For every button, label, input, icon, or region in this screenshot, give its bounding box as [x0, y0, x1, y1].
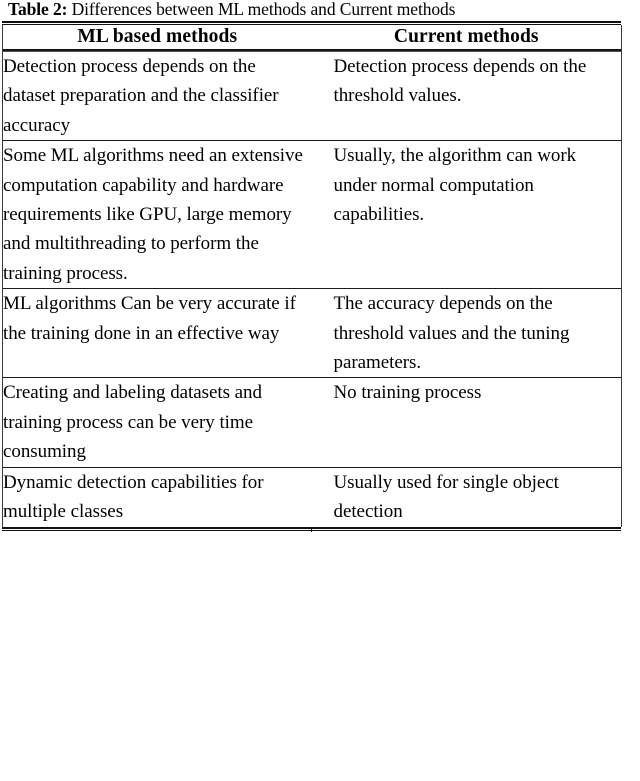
comparison-table: ML based methods Current methods Detecti… — [2, 25, 622, 527]
table-bottom — [2, 526, 621, 532]
row-divider — [3, 140, 622, 142]
table-caption: Table 2: Differences between ML methods … — [8, 0, 638, 20]
header-bottom-rule — [3, 49, 621, 52]
row-rule — [3, 140, 621, 142]
cell-ml-4: Creating and labeling datasets and train… — [3, 382, 262, 463]
row-divider-cell — [3, 288, 622, 290]
row-divider — [3, 288, 622, 290]
row-rule — [3, 288, 621, 290]
table-row: Dynamic detection capabilities for multi… — [3, 468, 622, 527]
table-row: Some ML algorithms need an extensive com… — [3, 141, 622, 288]
row-rule — [3, 466, 621, 468]
table-row: ML algorithms Can be very accurate if th… — [3, 289, 622, 377]
column-divider-nub — [311, 526, 312, 532]
row-rule — [3, 377, 621, 379]
table-header-row: ML based methods Current methods — [3, 25, 622, 49]
cell-current-5: Usually used for single object detection — [333, 471, 559, 523]
row-divider — [3, 466, 622, 468]
cell-current-3: The accuracy depends on the threshold va… — [333, 293, 570, 374]
table-row: Detection process depends on the dataset… — [3, 52, 622, 140]
table-top-rule — [2, 21, 621, 25]
cell-ml-1: Detection process depends on the dataset… — [3, 56, 279, 136]
caption-text: Differences between ML methods and Curre… — [67, 0, 456, 19]
cell-current-2: Usually, the algorithm can work under no… — [333, 145, 577, 226]
row-divider-cell — [3, 140, 622, 142]
cell-ml-2: Some ML algorithms need an extensive com… — [3, 145, 303, 284]
cell-current-4: No training process — [333, 382, 482, 404]
column-header-ml: ML based methods — [77, 26, 238, 47]
row-divider-cell — [3, 466, 622, 468]
cell-ml-5: Dynamic detection capabilities for multi… — [3, 471, 264, 523]
header-rule-cell — [3, 49, 622, 52]
row-divider-cell — [3, 377, 622, 379]
header-rule-row — [3, 49, 622, 52]
column-header-current: Current methods — [393, 26, 539, 47]
table-row: Creating and labeling datasets and train… — [3, 378, 622, 466]
row-divider — [3, 377, 622, 379]
cell-ml-3: ML algorithms Can be very accurate if th… — [3, 293, 296, 344]
caption-label: Table 2: — [8, 0, 68, 19]
table-container: ML based methods Current methods Detecti… — [2, 21, 622, 532]
cell-current-1: Detection process depends on the thresho… — [333, 56, 587, 107]
